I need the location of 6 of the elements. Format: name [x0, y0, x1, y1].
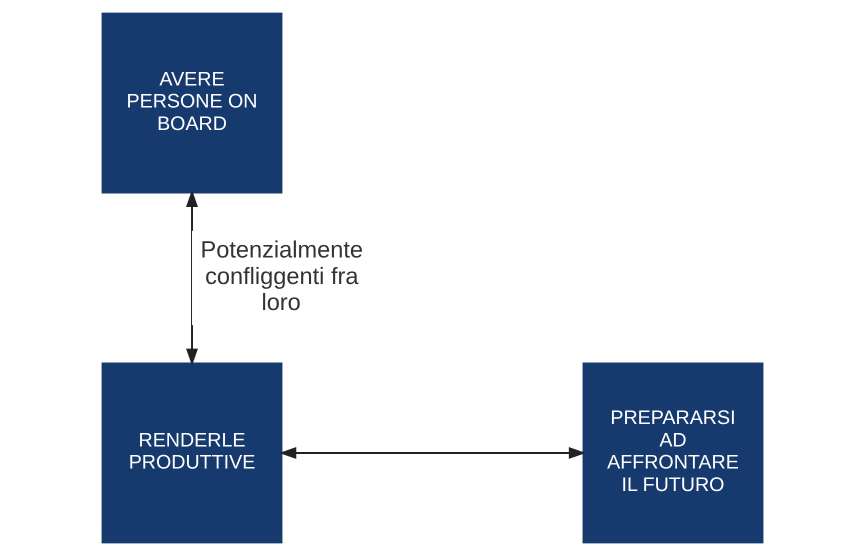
edge-label: Potenzialmente confliggenti fra loro	[200, 236, 364, 315]
arrow	[279, 446, 586, 459]
node-box: RENDERLE PRODUTTIVE	[102, 362, 282, 544]
arrow	[186, 190, 198, 366]
node-box: AVERE PERSONE ON BOARD	[102, 12, 282, 194]
node-box: PREPARARSI AD AFFRONTARE IL FUTURO	[582, 362, 764, 544]
